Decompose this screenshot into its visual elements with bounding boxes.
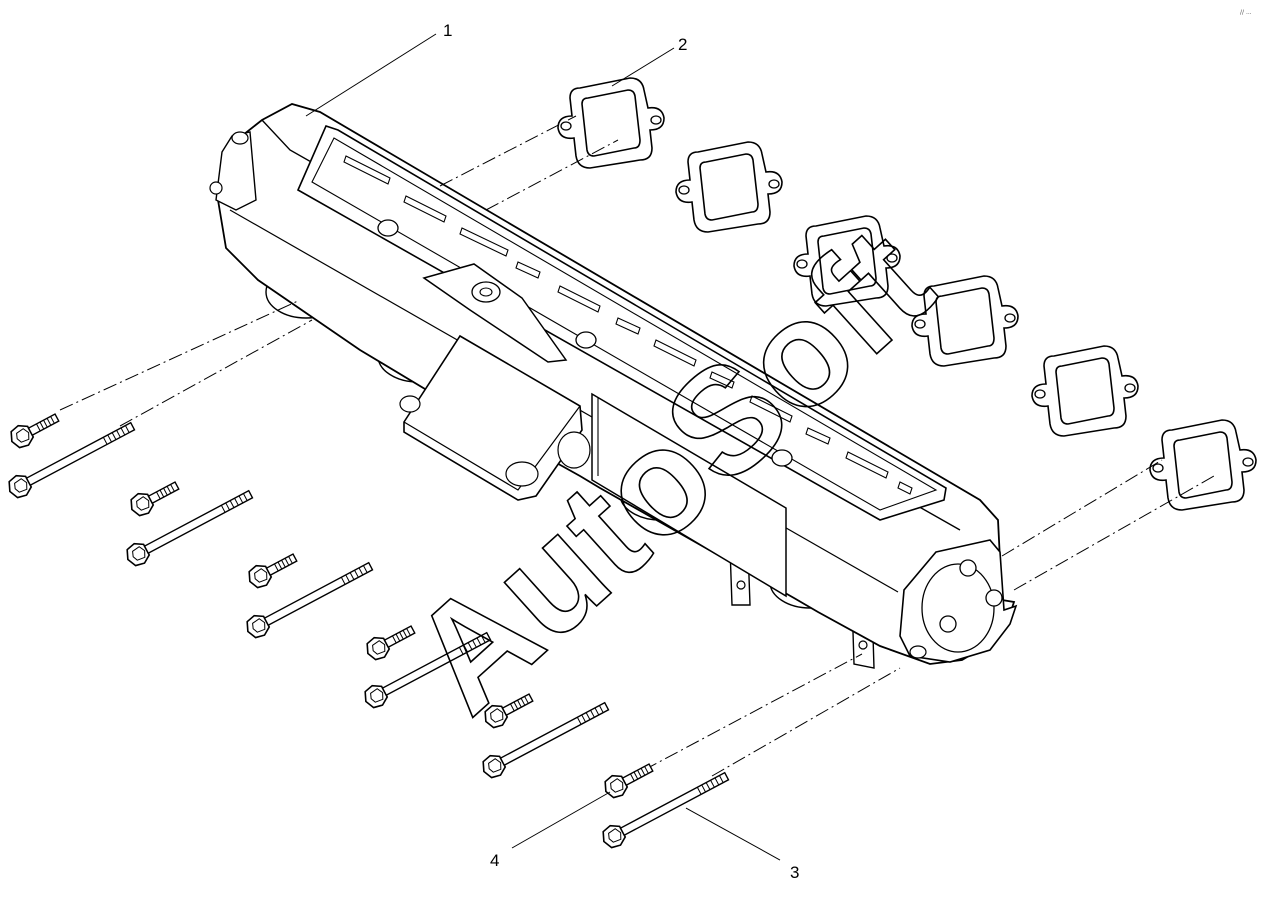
short-bolt (599, 757, 657, 803)
gasket-2 (675, 141, 783, 233)
short-bolt (243, 547, 301, 593)
leader-lines (305, 33, 781, 861)
corner-mark: // ... (1240, 9, 1252, 16)
exhaust-manifold (209, 103, 1018, 669)
short-bolt (125, 475, 183, 521)
short-bolt (5, 407, 63, 453)
callout-1: 1 (443, 21, 452, 40)
gasket-5 (1031, 345, 1139, 437)
gasket-1 (557, 77, 665, 169)
alignment-lines (59, 115, 1215, 777)
gasket-6 (1149, 419, 1257, 511)
callout-2: 2 (678, 35, 687, 54)
callout-3: 3 (790, 863, 799, 882)
callout-4: 4 (490, 851, 499, 870)
